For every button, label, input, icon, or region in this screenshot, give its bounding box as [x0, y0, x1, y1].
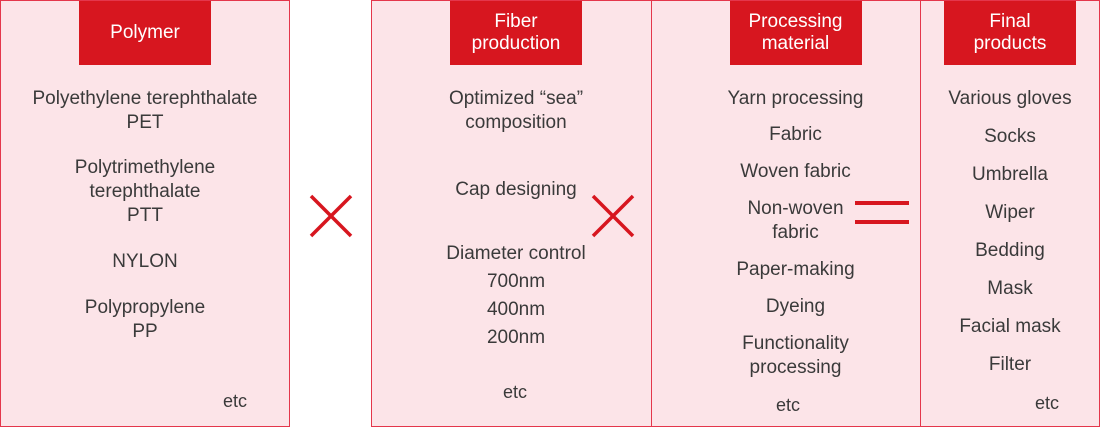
processing-item-non-woven-fabric: Non-woven fabric: [747, 198, 844, 243]
polymer-etc: etc: [223, 391, 248, 411]
product-item-bedding: Bedding: [975, 240, 1045, 261]
processing-item-functionality: Functionality processing: [742, 333, 849, 378]
fiber-item-sea-composition: Optimized “sea” composition: [448, 88, 584, 133]
fiber-item-cap-designing: Cap designing: [455, 179, 577, 200]
processing-item-yarn: Yarn processing: [727, 88, 864, 109]
product-item-filter: Filter: [988, 354, 1032, 375]
polymer-item-pp: Polypropylene PP: [84, 297, 206, 342]
polymer-item-ptt: Polytrimethylene terephthalate PTT: [74, 157, 216, 226]
fiber-etc: etc: [503, 382, 528, 402]
fiber-item-diameter-control: Diameter control 700nm 400nm 200nm: [446, 243, 586, 348]
processing-item-dyeing: Dyeing: [765, 296, 826, 317]
product-item-wiper: Wiper: [985, 202, 1035, 223]
final-products-header: Final products: [944, 1, 1076, 65]
product-item-gloves: Various gloves: [948, 88, 1072, 109]
polymer-item-pet: Polyethylene terephthalate PET: [32, 88, 258, 133]
product-item-facial-mask: Facial mask: [959, 316, 1061, 337]
processing-etc: etc: [776, 395, 801, 415]
final-products-box: Final products Various gloves Socks Umbr…: [920, 0, 1100, 427]
processing-material-box: Processing material Yarn processing Fabr…: [651, 0, 940, 427]
multiply-icon: [309, 194, 353, 238]
equals-icon: [855, 201, 909, 224]
processing-item-woven-fabric: Woven fabric: [740, 161, 851, 182]
fiber-production-header: Fiber production: [450, 1, 582, 65]
product-item-mask: Mask: [987, 278, 1033, 299]
multiply-icon: [591, 194, 635, 238]
products-etc: etc: [1035, 393, 1060, 413]
processing-item-paper-making: Paper-making: [736, 259, 855, 280]
processing-item-fabric: Fabric: [769, 124, 822, 145]
product-item-socks: Socks: [984, 126, 1036, 147]
product-item-umbrella: Umbrella: [971, 164, 1049, 185]
polymer-box: Polymer Polyethylene terephthalate PET P…: [0, 0, 290, 427]
polymer-header: Polymer: [79, 1, 211, 65]
polymer-item-nylon: NYLON: [112, 251, 178, 272]
processing-material-header: Processing material: [729, 1, 862, 65]
